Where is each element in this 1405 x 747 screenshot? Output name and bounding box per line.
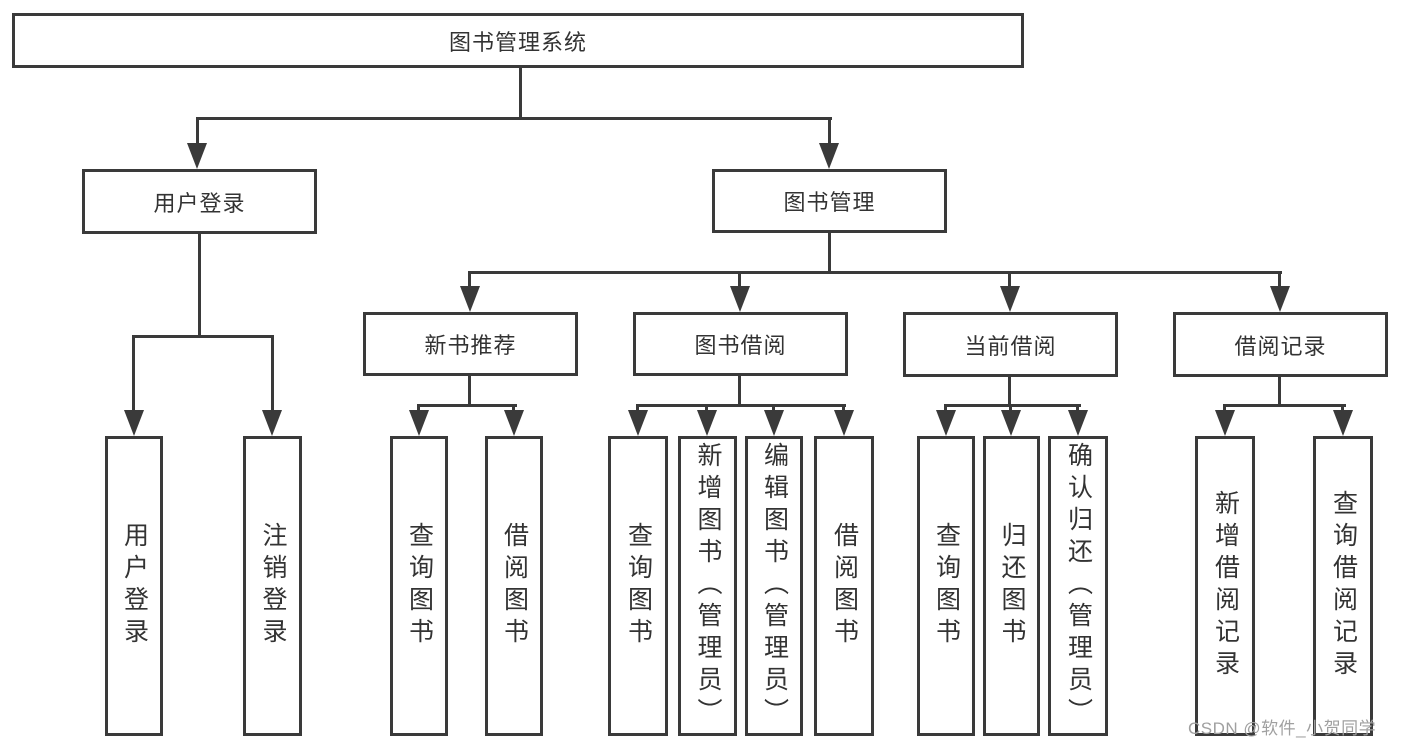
arrow-down-icon: [1068, 410, 1088, 436]
connector-group-hbar: [944, 404, 1081, 407]
leaf-records-query-record: 查询借阅记录: [1313, 436, 1373, 736]
arrow-down-icon: [764, 410, 784, 436]
connector-arrow-stem: [636, 404, 639, 413]
node-user-login: 用户登录: [82, 169, 317, 234]
leaf-recommend-query-books: 查询图书: [390, 436, 448, 736]
leaf-borrowing-edit-books-admin: 编辑图书（管理员）: [745, 436, 803, 736]
connector-arrow-stem: [705, 404, 708, 413]
connector-arrow-stem: [417, 404, 420, 413]
connector-arrow-stem: [1008, 271, 1011, 288]
arrow-down-icon: [187, 143, 207, 169]
arrow-down-icon: [819, 143, 839, 169]
connector-level2-hbar: [468, 271, 1282, 274]
connector-arrow-stem: [468, 271, 471, 288]
connector-arrow-stem: [512, 404, 515, 413]
connector-arrow-stem: [828, 117, 831, 146]
connector-group-stem: [468, 376, 471, 406]
node-current-borrowing: 当前借阅: [903, 312, 1118, 377]
arrow-down-icon: [409, 410, 429, 436]
connector-group-stem: [738, 376, 741, 406]
connector-arrow-stem: [738, 271, 741, 288]
arrow-down-icon: [1333, 410, 1353, 436]
connector-arrow-stem: [1223, 404, 1226, 413]
arrow-down-icon: [504, 410, 524, 436]
leaf-borrowing-add-books-admin: 新增图书（管理员）: [678, 436, 737, 736]
leaf-borrowing-query-books: 查询图书: [608, 436, 668, 736]
node-library-system: 图书管理系统: [12, 13, 1024, 68]
arrow-down-icon: [1215, 410, 1235, 436]
leaf-records-add-record: 新增借阅记录: [1195, 436, 1255, 736]
connector-book-mgmt-stem: [828, 233, 831, 273]
connector-arrow-stem: [132, 335, 135, 412]
leaf-current-query-books: 查询图书: [917, 436, 975, 736]
connector-arrow-stem: [196, 117, 199, 146]
connector-group-stem: [1008, 376, 1011, 406]
arrow-down-icon: [697, 410, 717, 436]
connector-arrow-stem: [772, 404, 775, 413]
leaf-borrowing-borrow-books: 借阅图书: [814, 436, 874, 736]
connector-group-hbar: [1223, 404, 1346, 407]
connector-arrow-stem: [1341, 404, 1344, 413]
arrow-down-icon: [1270, 286, 1290, 312]
connector-user-login-hbar: [132, 335, 274, 338]
node-book-borrowing: 图书借阅: [633, 312, 848, 376]
connector-root-stem: [519, 68, 522, 120]
arrow-down-icon: [834, 410, 854, 436]
arrow-down-icon: [936, 410, 956, 436]
arrow-down-icon: [262, 410, 282, 436]
leaf-current-confirm-return-admin: 确认归还（管理员）: [1048, 436, 1108, 736]
node-borrow-records: 借阅记录: [1173, 312, 1388, 377]
connector-group-stem: [1278, 376, 1281, 406]
connector-arrow-stem: [1009, 404, 1012, 413]
leaf-current-return-books: 归还图书: [983, 436, 1040, 736]
connector-group-hbar: [636, 404, 846, 407]
arrow-down-icon: [730, 286, 750, 312]
node-book-management: 图书管理: [712, 169, 947, 233]
connector-arrow-stem: [271, 335, 274, 412]
node-new-book-recommend: 新书推荐: [363, 312, 578, 376]
connector-group-hbar: [417, 404, 517, 407]
connector-arrow-stem: [1278, 271, 1281, 288]
arrow-down-icon: [1000, 286, 1020, 312]
leaf-logout: 注销登录: [243, 436, 302, 736]
connector-level1-hbar: [196, 117, 832, 120]
arrow-down-icon: [1001, 410, 1021, 436]
arrow-down-icon: [628, 410, 648, 436]
arrow-down-icon: [124, 410, 144, 436]
watermark: CSDN @软件_小贺同学: [1188, 719, 1377, 738]
leaf-user-login: 用户登录: [105, 436, 163, 736]
arrow-down-icon: [460, 286, 480, 312]
connector-user-login-stem: [198, 234, 201, 337]
connector-arrow-stem: [1076, 404, 1079, 413]
connector-arrow-stem: [944, 404, 947, 413]
leaf-recommend-borrow-books: 借阅图书: [485, 436, 543, 736]
connector-arrow-stem: [842, 404, 845, 413]
